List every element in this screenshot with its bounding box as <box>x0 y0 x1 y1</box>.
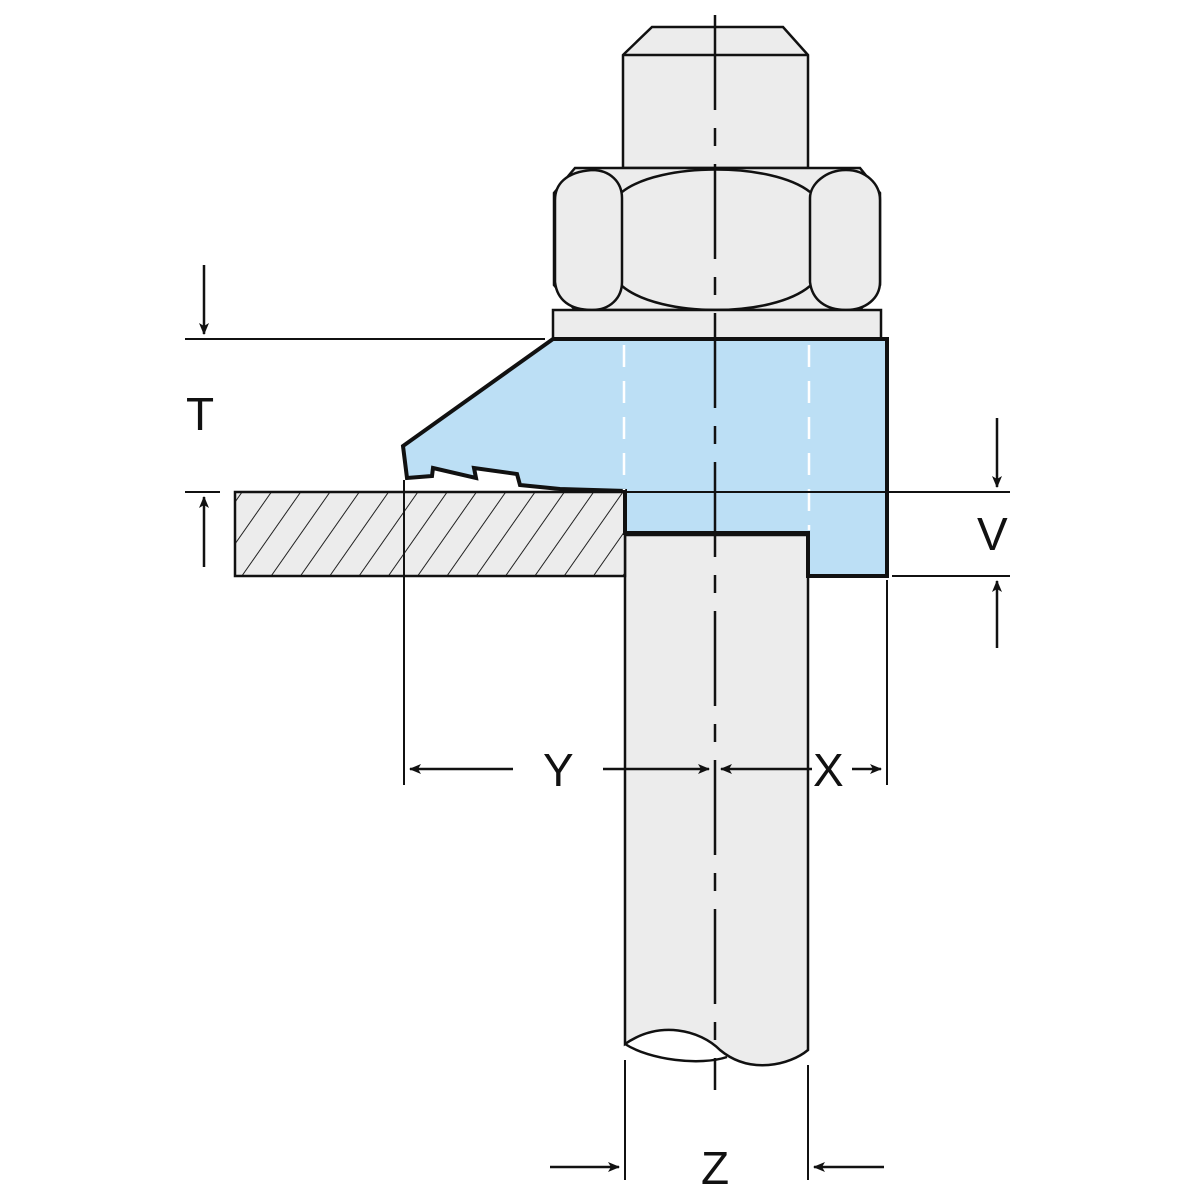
washer <box>551 308 883 341</box>
extension-lines <box>185 338 1010 1180</box>
hex-nut <box>552 166 882 312</box>
label-x: X <box>813 744 844 796</box>
dimension-t: T <box>186 265 214 567</box>
workpiece <box>233 490 627 578</box>
dimension-y: Y <box>409 744 710 796</box>
dimension-x: X <box>720 744 882 796</box>
label-t: T <box>186 388 214 440</box>
label-v: V <box>977 508 1008 560</box>
clamp <box>400 337 889 578</box>
stud-shank <box>623 533 810 1067</box>
label-z: Z <box>701 1142 729 1194</box>
label-y: Y <box>543 744 574 796</box>
dimension-z: Z <box>550 1142 884 1194</box>
dimension-v: V <box>977 418 1008 648</box>
